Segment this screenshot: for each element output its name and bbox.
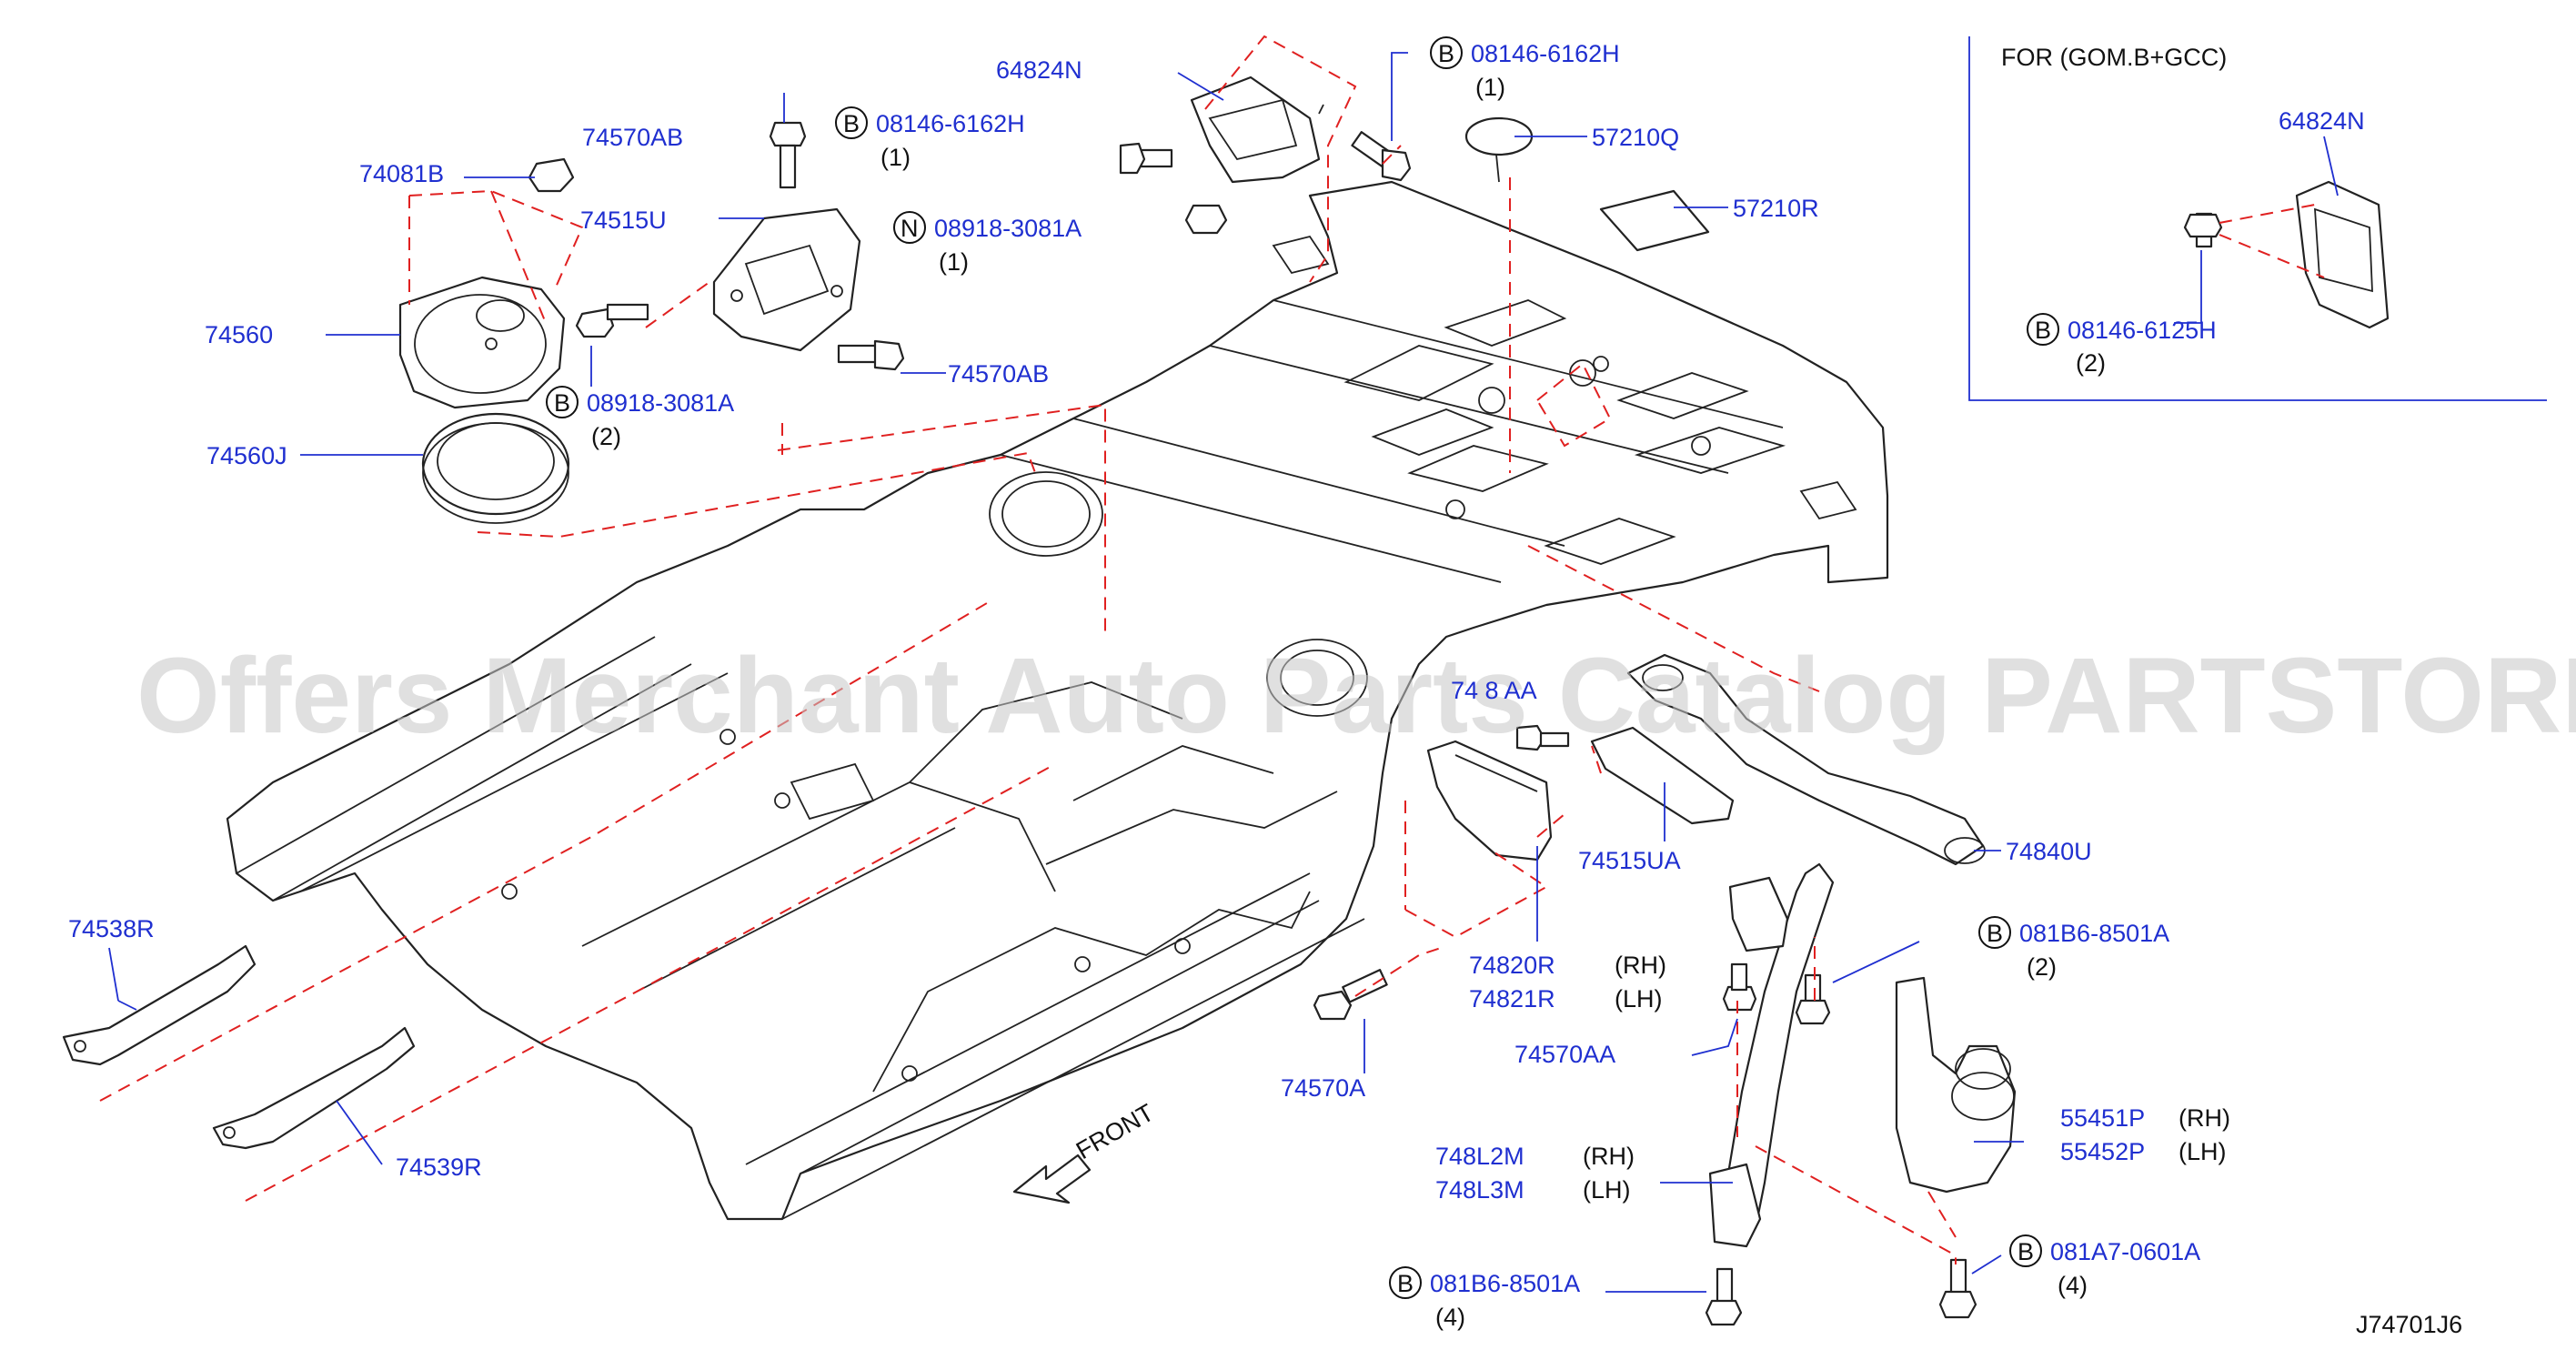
side-rh-55451P: (RH) — [2179, 1104, 2230, 1132]
label-74570A[interactable]: 74570A — [1281, 1074, 1365, 1102]
front-arrow: FRONT — [1012, 1099, 1159, 1204]
fastener-prefix: B — [554, 389, 570, 417]
fastener-callout-f7[interactable]: B 081B6-8501A (4) — [1389, 1266, 1580, 1331]
fastener-code: 081A7-0601A — [2050, 1238, 2200, 1265]
part-74081B-drawing — [528, 157, 575, 193]
label-74560J[interactable]: 74560J — [206, 442, 287, 469]
label-64824N[interactable]: 64824N — [996, 56, 1082, 84]
watermark: Offers Merchant Auto Parts Catalog PARTS… — [136, 636, 2576, 756]
fastener-code: 08146-6125H — [2068, 317, 2217, 344]
diagram-code: J74701J6 — [2356, 1311, 2462, 1338]
fastener-code: 081B6-8501A — [1430, 1270, 1580, 1297]
fastener-callout-f2[interactable]: N 08918-3081A (1) — [893, 211, 1082, 276]
fastener-prefix: B — [2035, 317, 2051, 344]
label-74820R[interactable]: 74820R — [1469, 952, 1555, 979]
part-74515UA-drawing — [1590, 726, 1735, 825]
label-55451P[interactable]: 55451P — [2060, 1104, 2145, 1132]
label-inset-64824N[interactable]: 64824N — [2279, 107, 2365, 135]
fastener-code: 08918-3081A — [587, 389, 734, 417]
label-74570AB-top[interactable]: 74570AB — [582, 124, 683, 151]
side-rh-748L2M: (RH) — [1583, 1143, 1635, 1170]
side-rh-74820R: (RH) — [1615, 952, 1666, 979]
fastener-callout-f4[interactable]: B 08146-6162H (1) — [1430, 36, 1620, 101]
label-74515U[interactable]: 74515U — [580, 207, 667, 234]
fastener-prefix: B — [2018, 1238, 2034, 1265]
part-57210R-drawing — [1599, 189, 1710, 252]
fastener-callout-f6[interactable]: B 081A7-0601A (4) — [2009, 1234, 2200, 1299]
bolt-081A7-drawing — [1938, 1258, 1977, 1319]
fastener-prefix: B — [1987, 920, 2003, 947]
part-74538R-drawing — [62, 944, 257, 1066]
part-55451P-drawing — [1895, 976, 2017, 1194]
front-label: FRONT — [1072, 1099, 1159, 1164]
fastener-qty: (1) — [1475, 74, 1505, 101]
fastener-prefix: N — [901, 215, 919, 242]
bolt-74570A-drawing — [1313, 969, 1388, 1021]
fastener-qty: (2) — [2027, 953, 2057, 981]
bolt-74570AB-mid-drawing — [837, 339, 905, 371]
fastener-qty: (1) — [880, 144, 911, 171]
side-lh-748L3M: (LH) — [1583, 1176, 1631, 1204]
label-748L2M[interactable]: 748L2M — [1435, 1143, 1524, 1170]
fastener-prefix: B — [1397, 1270, 1414, 1297]
inset-box — [1968, 36, 2547, 401]
label-74081B[interactable]: 74081B — [359, 160, 444, 187]
part-748L2M-drawing — [1708, 862, 1835, 1248]
bolt-748AA-drawing — [1515, 724, 1570, 751]
inset-title: FOR (GOM.B+GCC) — [2001, 44, 2227, 71]
bolt-081B6-bottom-drawing — [1705, 1267, 1743, 1326]
label-74570AB-mid[interactable]: 74570AB — [948, 360, 1049, 388]
label-74539R[interactable]: 74539R — [396, 1154, 482, 1181]
part-74560-drawing — [398, 276, 566, 409]
part-74560J-drawing — [421, 412, 570, 524]
fastener-code: 08918-3081A — [934, 215, 1082, 242]
label-748xxAA[interactable]: 74 8 AA — [1451, 677, 1537, 704]
bolt-74570AB-top-drawing — [769, 121, 807, 189]
fastener-callout-f1[interactable]: B 08146-6162H (1) — [835, 106, 1025, 171]
fastener-code: 08146-6162H — [876, 110, 1025, 137]
part-74820R-drawing — [1426, 740, 1553, 861]
alignment-lines — [99, 35, 1957, 1264]
label-748L3M[interactable]: 748L3M — [1435, 1176, 1524, 1204]
side-lh-55452P: (LH) — [2179, 1138, 2227, 1165]
fastener-callout-f5[interactable]: B 081B6-8501A (2) — [1978, 916, 2169, 981]
part-74840U-drawing — [1626, 653, 1986, 866]
part-74539R-drawing — [212, 1026, 416, 1150]
fastener-code: 081B6-8501A — [2019, 920, 2169, 947]
part-64824N-drawing — [1190, 76, 1324, 184]
bolt-64824N-left-drawing — [1119, 142, 1228, 235]
label-74840U[interactable]: 74840U — [2006, 838, 2092, 865]
fastener-callout-f3[interactable]: B 08918-3081A (2) — [546, 346, 734, 450]
label-74515UA[interactable]: 74515UA — [1578, 847, 1681, 874]
fastener-callout-f8[interactable]: B 08146-6125H (2) — [2027, 313, 2217, 377]
bolt-74570AA-drawing — [1722, 962, 1757, 1012]
label-57210Q[interactable]: 57210Q — [1592, 124, 1679, 151]
fastener-qty: (4) — [1435, 1304, 1465, 1331]
fastener-code: 08146-6162H — [1471, 40, 1620, 67]
label-74570AA[interactable]: 74570AA — [1514, 1041, 1615, 1068]
bolt-08146-right-drawing — [1351, 131, 1412, 182]
label-74821R[interactable]: 74821R — [1469, 985, 1555, 1012]
label-55452P[interactable]: 55452P — [2060, 1138, 2145, 1165]
rear-floor-panel — [226, 180, 1889, 1221]
label-74560[interactable]: 74560 — [205, 321, 273, 348]
label-74538R[interactable]: 74538R — [68, 915, 155, 942]
fastener-prefix: B — [1438, 40, 1454, 67]
bolt-08918-drawing — [575, 303, 649, 338]
part-57210Q-drawing — [1464, 116, 1534, 183]
fastener-qty: (2) — [2076, 349, 2106, 377]
bolt-081B6-mid-drawing — [1795, 973, 1831, 1025]
side-lh-74821R: (LH) — [1615, 985, 1663, 1012]
label-57210R[interactable]: 57210R — [1733, 195, 1819, 222]
leader-lines — [108, 52, 2024, 1293]
fastener-qty: (1) — [939, 248, 969, 276]
part-74515U-drawing — [712, 207, 861, 352]
fastener-prefix: B — [843, 110, 860, 137]
fastener-qty: (2) — [591, 423, 621, 450]
fastener-qty: (4) — [2058, 1272, 2088, 1299]
